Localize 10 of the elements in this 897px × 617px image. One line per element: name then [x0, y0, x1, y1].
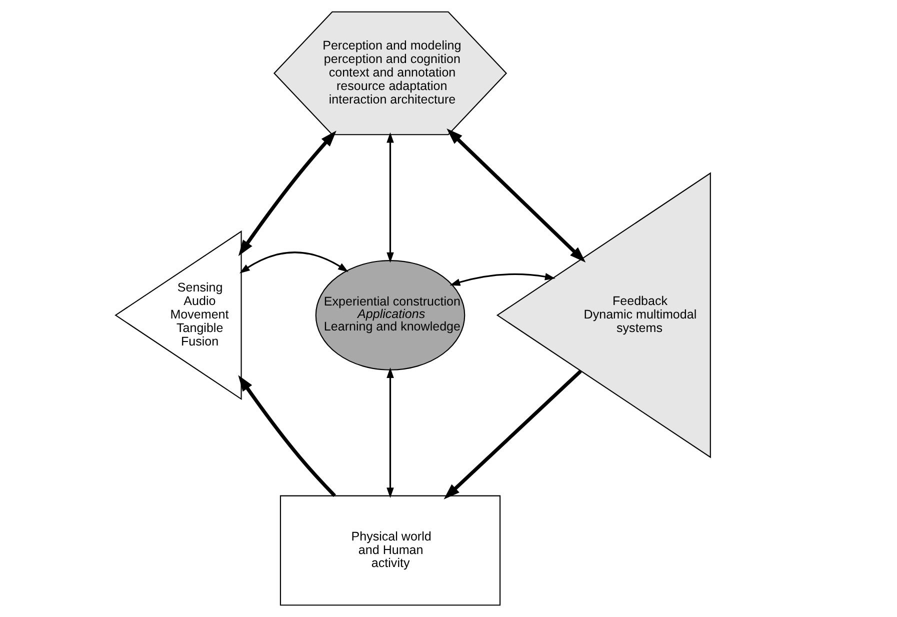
- arrow: [386, 368, 394, 498]
- arrow: [239, 252, 348, 274]
- node-box: Physical world and Human activity: [280, 495, 501, 606]
- arrow: [238, 375, 336, 497]
- arrow: [450, 273, 556, 286]
- arrow: [446, 128, 586, 263]
- arrow: [238, 130, 336, 256]
- node-ellipse: Experiential construction Applications Learning and knowledge: [315, 260, 466, 370]
- arrow: [444, 370, 582, 500]
- arrow: [386, 132, 394, 263]
